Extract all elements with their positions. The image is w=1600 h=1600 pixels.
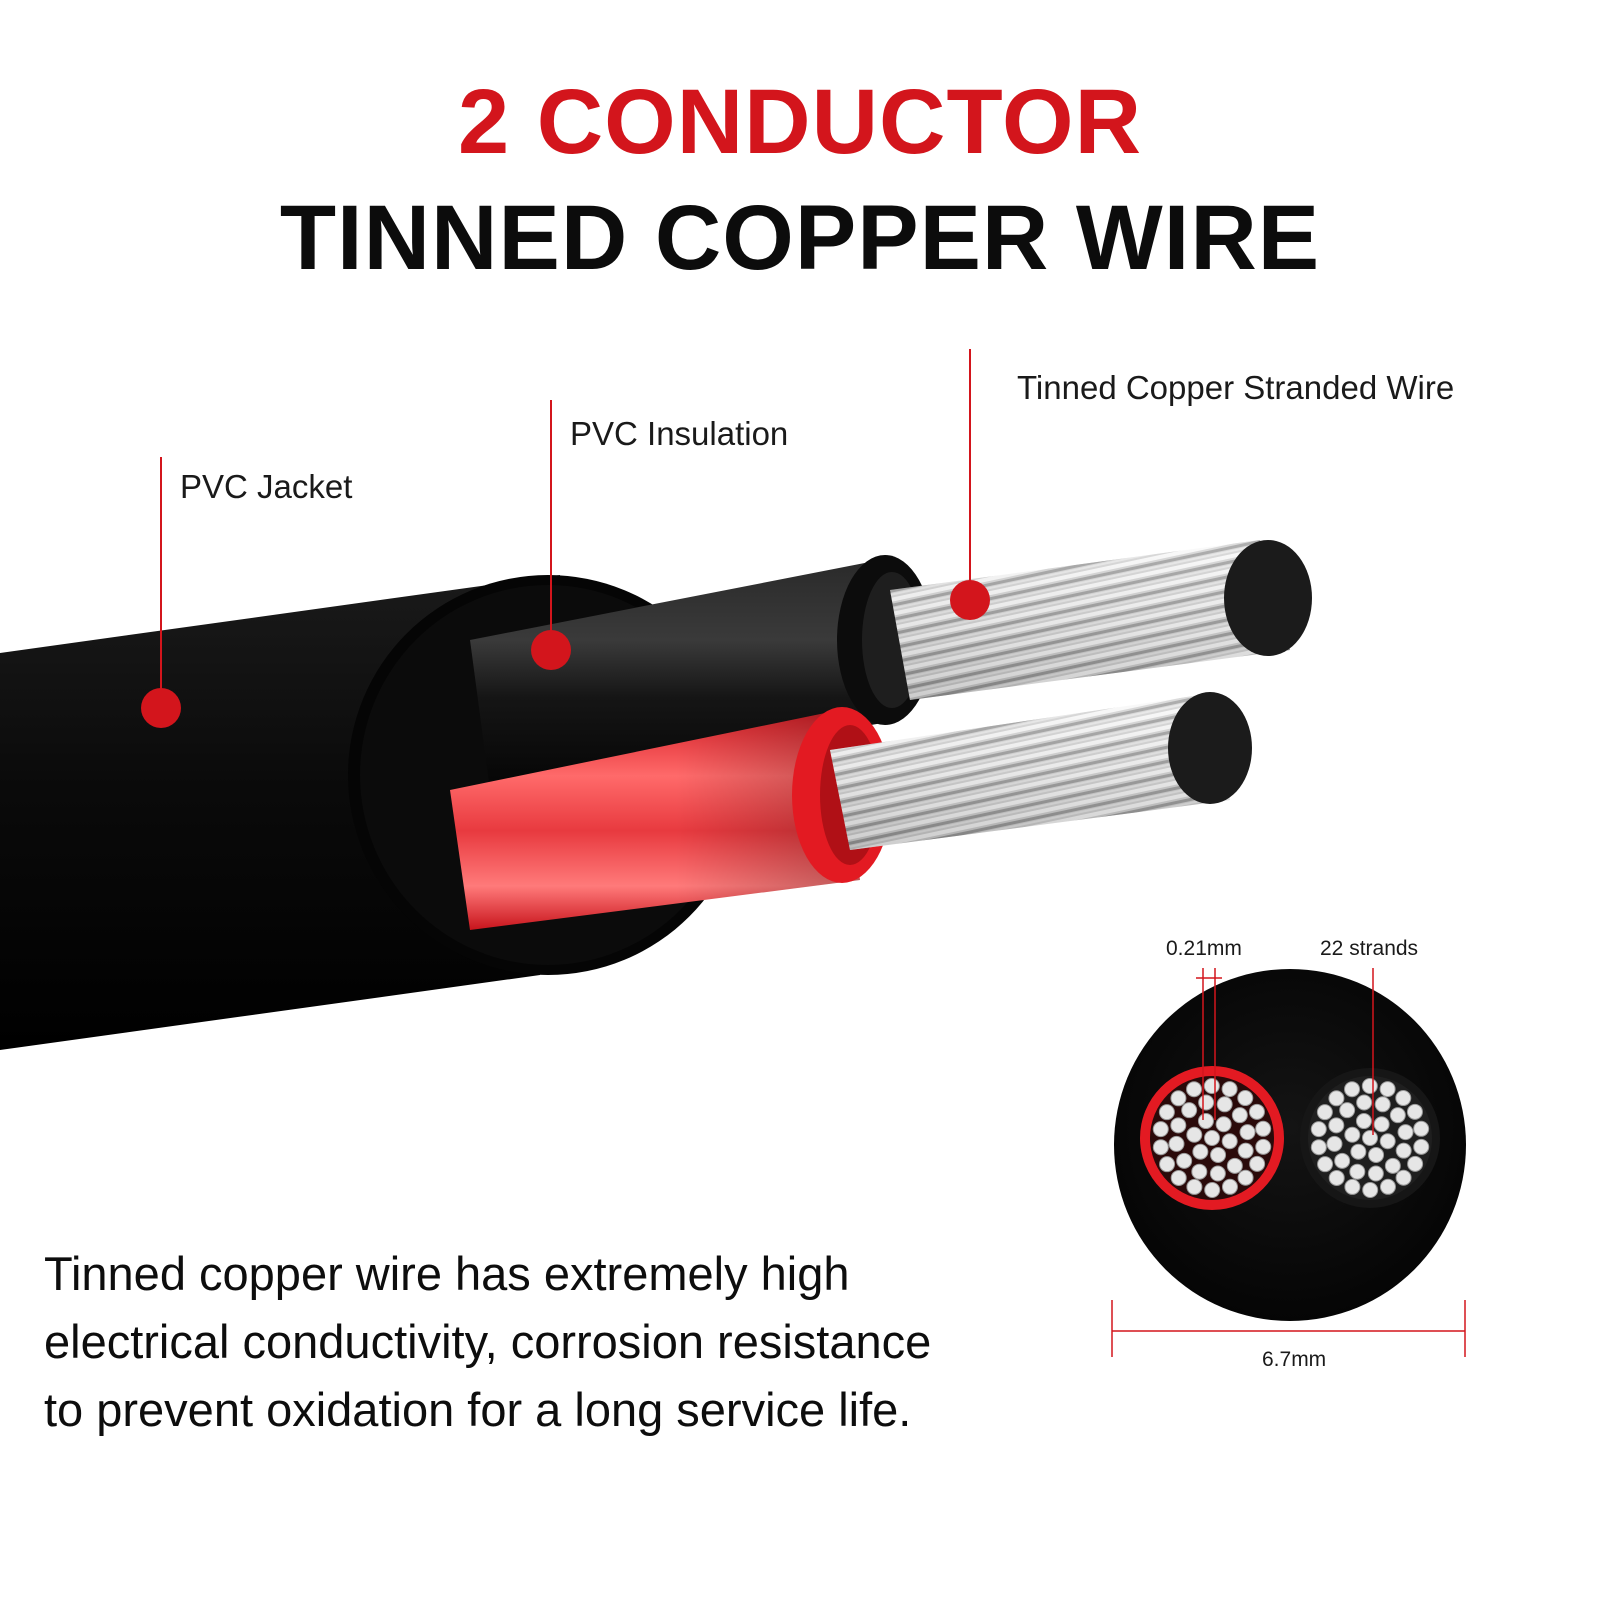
description-text: Tinned copper wire has extremely high el… [44,1240,1094,1444]
strand-dot [1395,1090,1412,1107]
label-outer-diameter: 6.7mm [1262,1348,1327,1371]
strand-dot [1350,1143,1367,1160]
strand-dot [1316,1104,1333,1121]
insulation-callout-dot [531,630,571,670]
strand-dot [1344,1178,1361,1195]
strand-dot [1379,1081,1396,1098]
strand-dot [1186,1126,1203,1143]
red-conductor-tip [1168,692,1252,804]
black-conductor-tip [1224,540,1312,656]
cross-section-strands-black [1310,1078,1430,1198]
strand-dot [1152,1121,1169,1138]
strand-dot [1334,1152,1351,1169]
strand-dot [1186,1081,1203,1098]
strand-dot [1152,1139,1169,1156]
callout-stranded-wire: Tinned Copper Stranded Wire [1017,369,1455,406]
strand-dot [1158,1104,1175,1121]
strand-dot [1203,1078,1220,1095]
strand-dot [1379,1133,1396,1150]
strand-dot [1395,1169,1412,1186]
strand-dot [1406,1103,1423,1120]
strand-dot [1237,1090,1254,1107]
label-strand-count: 22 strands [1320,937,1419,960]
strand-dot [1215,1116,1232,1133]
strand-dot [1170,1117,1187,1134]
strand-dot [1248,1103,1265,1120]
strand-dot [1209,1165,1226,1182]
strand-dot [1326,1135,1343,1152]
strand-dot [1379,1178,1396,1195]
strand-dot [1362,1130,1378,1146]
strand-dot [1176,1152,1193,1169]
stranded-callout-dot [950,580,990,620]
cross-section-strands-red [1152,1078,1272,1198]
strand-dot [1221,1178,1238,1195]
strand-dot [1361,1078,1378,1095]
title-line-1: 2 CONDUCTOR [457,71,1143,173]
strand-dot [1328,1169,1345,1186]
strand-dot [1310,1139,1327,1156]
strand-dot [1226,1157,1243,1174]
strand-dot [1237,1169,1254,1186]
strand-dot [1344,1126,1361,1143]
strand-dot [1344,1081,1361,1098]
strand-dot [1255,1138,1272,1155]
strand-dot [1197,1113,1214,1130]
strand-dot [1181,1102,1198,1119]
strand-dot [1362,1181,1379,1198]
strand-dot [1373,1116,1390,1133]
callout-pvc-jacket: PVC Jacket [180,468,353,505]
strand-dot [1237,1142,1254,1159]
cross-section-diagram [1111,968,1466,1357]
strand-dot [1339,1102,1356,1119]
strand-dot [1328,1117,1345,1134]
strand-dot [1231,1107,1248,1124]
strand-dot [1221,1133,1238,1150]
strand-dot [1356,1094,1373,1111]
strand-dot [1413,1120,1430,1137]
strand-dot [1413,1138,1430,1155]
strand-dot [1328,1090,1345,1107]
callout-pvc-insulation: PVC Insulation [570,415,789,452]
strand-dot [1204,1181,1221,1198]
strand-dot [1239,1124,1256,1141]
strand-dot [1210,1146,1227,1163]
strand-dot [1368,1146,1385,1163]
strand-dot [1389,1107,1406,1124]
strand-dot [1191,1163,1208,1180]
label-strand-diameter: 0.21mm [1166,937,1242,960]
strand-dot [1397,1124,1414,1141]
description-line-1: Tinned copper wire has extremely high [44,1247,850,1300]
strand-dot [1170,1169,1187,1186]
jacket-callout-dot [141,688,181,728]
description-line-3: to prevent oxidation for a long service … [44,1383,912,1436]
strand-dot [1395,1142,1412,1159]
cross-section-jacket [1114,969,1466,1321]
strand-dot [1168,1135,1185,1152]
strand-dot [1349,1163,1366,1180]
strand-dot [1407,1155,1424,1172]
strand-dot [1159,1156,1176,1173]
strand-dot [1255,1120,1272,1137]
strand-dot [1374,1096,1391,1113]
strand-dot [1198,1094,1215,1111]
strand-dot [1355,1113,1372,1130]
strand-dot [1216,1096,1233,1113]
strand-dot [1367,1165,1384,1182]
strand-dot [1310,1121,1327,1138]
strand-dot [1249,1155,1266,1172]
description-line-2: electrical conductivity, corrosion resis… [44,1315,932,1368]
strand-dot [1384,1157,1401,1174]
strand-dot [1170,1090,1187,1107]
strand-dot [1317,1156,1334,1173]
title-line-2: TINNED COPPER WIRE [279,187,1321,289]
strand-dot [1192,1143,1209,1160]
strand-dot [1186,1178,1203,1195]
strand-dot [1221,1081,1238,1098]
strand-dot [1204,1130,1220,1146]
